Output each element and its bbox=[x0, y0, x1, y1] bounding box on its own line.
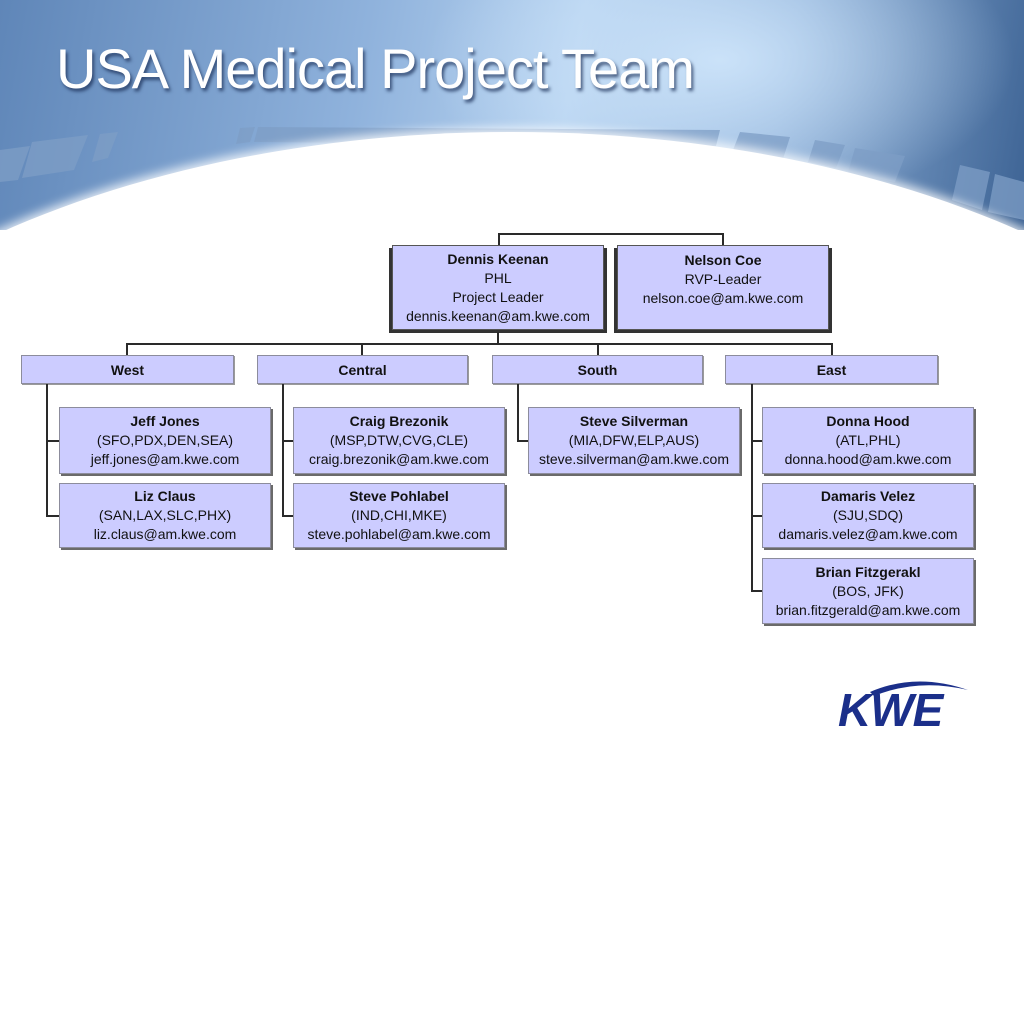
connector-line bbox=[126, 343, 833, 345]
member-email: steve.silverman@am.kwe.com bbox=[538, 451, 730, 467]
leader-location: PHL bbox=[484, 269, 512, 286]
member-name: Jeff Jones bbox=[130, 413, 200, 429]
connector-line bbox=[751, 590, 762, 592]
member-email: liz.claus@am.kwe.com bbox=[93, 526, 237, 542]
connector-line bbox=[751, 384, 753, 592]
leader-box-dennis-keenan: Dennis Keenan PHL Project Leader dennis.… bbox=[392, 245, 604, 330]
connector-line bbox=[282, 440, 293, 442]
member-name: Steve Silverman bbox=[579, 413, 689, 429]
member-airports: (MSP,DTW,CVG,CLE) bbox=[329, 432, 469, 448]
slide-title: USA Medical Project Team bbox=[56, 37, 695, 100]
connector-line bbox=[517, 440, 528, 442]
member-email: damaris.velez@am.kwe.com bbox=[778, 526, 958, 542]
member-name: Liz Claus bbox=[134, 488, 196, 504]
leader-name: Nelson Coe bbox=[684, 252, 762, 268]
connector-line bbox=[751, 440, 762, 442]
connector-line bbox=[831, 343, 833, 355]
connector-line bbox=[46, 384, 48, 517]
member-name: Donna Hood bbox=[826, 413, 910, 429]
member-airports: (SFO,PDX,DEN,SEA) bbox=[96, 432, 234, 448]
member-airports: (MIA,DFW,ELP,AUS) bbox=[568, 432, 700, 448]
leader-role: Project Leader bbox=[452, 288, 544, 305]
connector-line bbox=[597, 343, 599, 355]
member-box-damaris-velez: Damaris Velez (SJU,SDQ) damaris.velez@am… bbox=[762, 483, 974, 548]
connector-line bbox=[498, 233, 500, 245]
member-email: jeff.jones@am.kwe.com bbox=[90, 451, 240, 467]
member-box-steve-pohlabel: Steve Pohlabel (IND,CHI,MKE) steve.pohla… bbox=[293, 483, 505, 548]
member-email: brian.fitzgerald@am.kwe.com bbox=[775, 601, 961, 618]
region-east: East bbox=[725, 355, 938, 384]
member-name: Steve Pohlabel bbox=[349, 488, 449, 504]
member-box-liz-claus: Liz Claus (SAN,LAX,SLC,PHX) liz.claus@am… bbox=[59, 483, 271, 548]
connector-line bbox=[497, 332, 499, 344]
member-name: Brian Fitzgerakl bbox=[815, 563, 921, 580]
connector-line bbox=[46, 440, 59, 442]
connector-line bbox=[361, 343, 363, 355]
member-box-steve-silverman: Steve Silverman (MIA,DFW,ELP,AUS) steve.… bbox=[528, 407, 740, 474]
leader-email: nelson.coe@am.kwe.com bbox=[642, 290, 804, 306]
member-email: steve.pohlabel@am.kwe.com bbox=[307, 526, 491, 542]
connector-line bbox=[282, 384, 284, 517]
member-box-brian-fitzgerald: Brian Fitzgerakl (BOS, JFK) brian.fitzge… bbox=[762, 558, 974, 624]
kwe-logo-icon: KWE bbox=[838, 681, 968, 736]
connector-line bbox=[517, 384, 519, 442]
leader-email: dennis.keenan@am.kwe.com bbox=[406, 307, 590, 324]
connector-line bbox=[498, 233, 724, 235]
member-email: donna.hood@am.kwe.com bbox=[784, 451, 952, 467]
leader-box-nelson-coe: Nelson Coe RVP-Leader nelson.coe@am.kwe.… bbox=[617, 245, 829, 330]
leader-name: Dennis Keenan bbox=[447, 250, 549, 267]
member-box-craig-brezonik: Craig Brezonik (MSP,DTW,CVG,CLE) craig.b… bbox=[293, 407, 505, 474]
member-name: Craig Brezonik bbox=[349, 413, 449, 429]
member-name: Damaris Velez bbox=[820, 488, 916, 504]
member-email: craig.brezonik@am.kwe.com bbox=[309, 451, 489, 467]
member-airports: (SJU,SDQ) bbox=[833, 507, 903, 523]
region-south: South bbox=[492, 355, 703, 384]
logo-text: KWE bbox=[838, 684, 945, 736]
leader-role: RVP-Leader bbox=[684, 271, 762, 287]
region-west: West bbox=[21, 355, 234, 384]
member-airports: (IND,CHI,MKE) bbox=[351, 507, 447, 523]
member-box-jeff-jones: Jeff Jones (SFO,PDX,DEN,SEA) jeff.jones@… bbox=[59, 407, 271, 474]
member-airports: (BOS, JFK) bbox=[832, 582, 904, 599]
connector-line bbox=[751, 515, 762, 517]
connector-line bbox=[126, 343, 128, 355]
member-box-donna-hood: Donna Hood (ATL,PHL) donna.hood@am.kwe.c… bbox=[762, 407, 974, 474]
member-airports: (SAN,LAX,SLC,PHX) bbox=[98, 507, 232, 523]
connector-line bbox=[722, 233, 724, 245]
connector-line bbox=[46, 515, 59, 517]
member-airports: (ATL,PHL) bbox=[835, 432, 901, 448]
connector-line bbox=[282, 515, 293, 517]
region-central: Central bbox=[257, 355, 468, 384]
